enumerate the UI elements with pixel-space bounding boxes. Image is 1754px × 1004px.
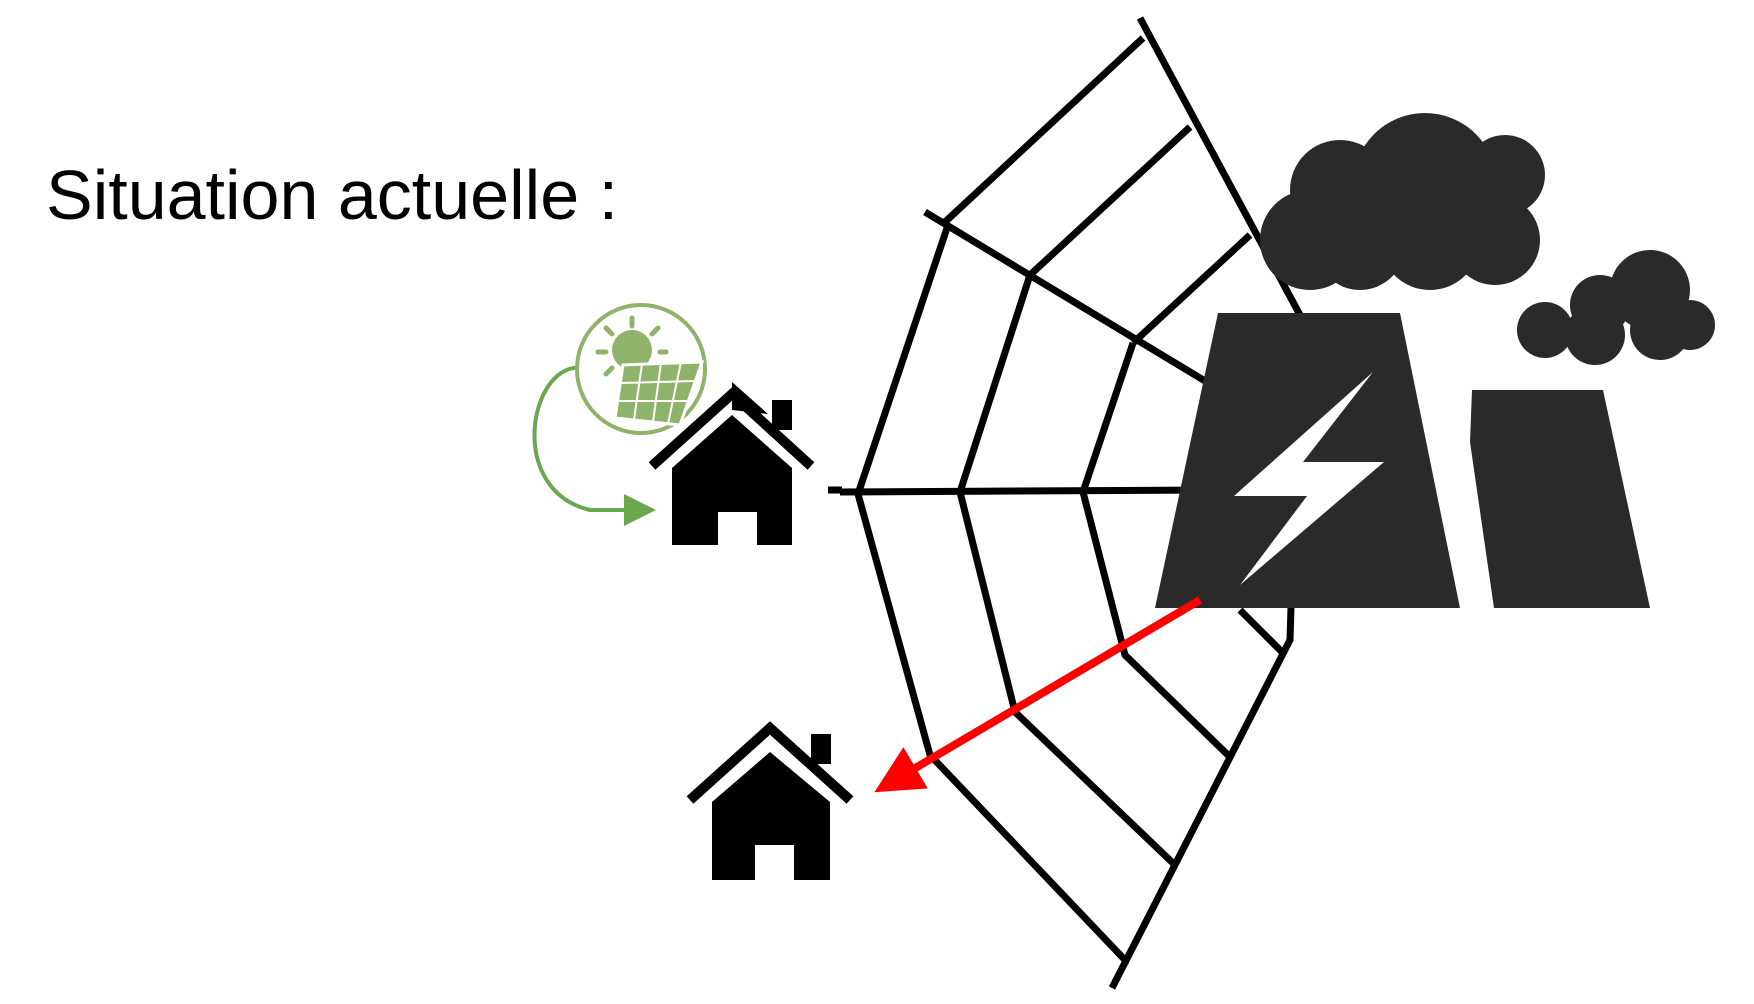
lightning-bolt-icon bbox=[1234, 372, 1384, 585]
solar-panel-sun-icon bbox=[575, 303, 707, 435]
smoke-cloud-icon bbox=[1260, 113, 1545, 290]
diagram-title: Situation actuelle : bbox=[46, 156, 619, 234]
power-plant-icon bbox=[1155, 113, 1715, 608]
grid-flow-arrow bbox=[874, 596, 1203, 793]
self-consumption-arrow bbox=[532, 365, 656, 526]
house-icon bbox=[648, 382, 815, 545]
house-icon bbox=[686, 721, 854, 880]
smoke-cloud-icon bbox=[1517, 250, 1715, 365]
